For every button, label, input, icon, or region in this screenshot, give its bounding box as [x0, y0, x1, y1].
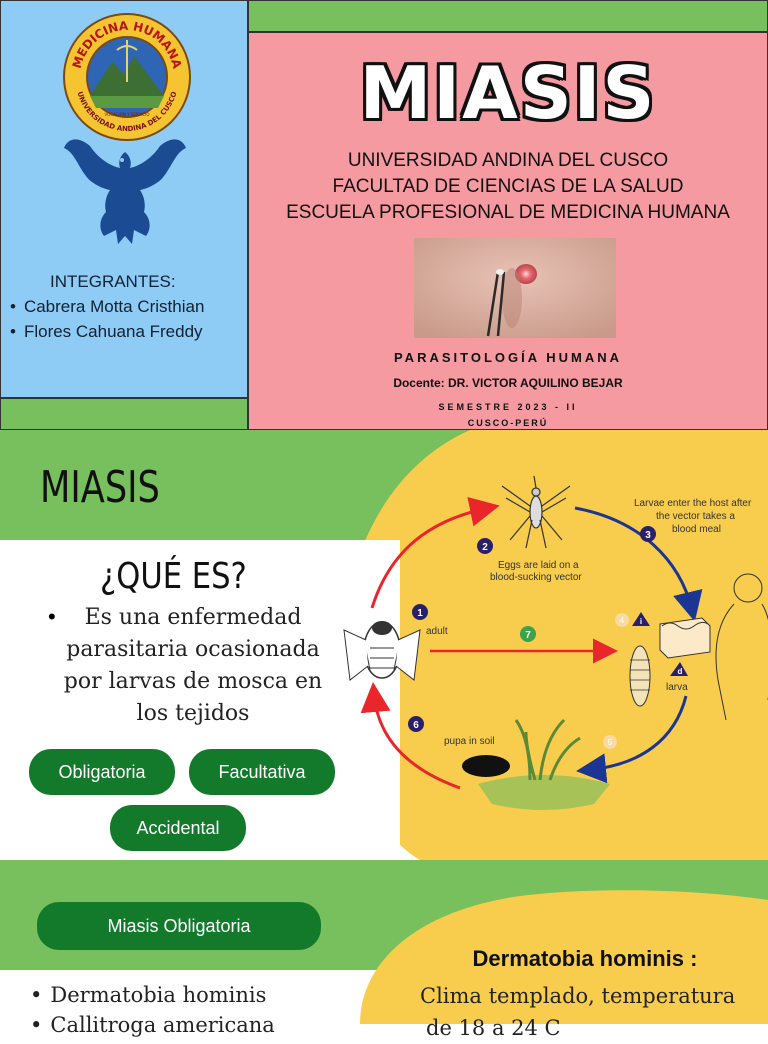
soil-pupa-icon — [462, 718, 610, 810]
svg-text:d: d — [678, 667, 683, 676]
institution-block: UNIVERSIDAD ANDINA DEL CUSCO FACULTAD DE… — [248, 148, 768, 226]
type-button-facultativa[interactable]: Facultativa — [189, 749, 335, 795]
arrow-pupa-to-adult — [360, 682, 461, 790]
yellow-bottom-shape — [360, 890, 768, 1024]
svg-text:7: 7 — [525, 630, 531, 641]
university-logo: MEDICINA HUMANA UNIVERSIDAD ANDINA DEL C… — [63, 13, 191, 141]
fly-adult-icon — [343, 621, 421, 681]
species-description-line: de 18 a 24 C — [426, 1016, 561, 1040]
section-heading: MIASIS — [40, 462, 160, 513]
page-title: MIASIS — [359, 51, 657, 135]
label-larvae-1: Larvae enter the host after — [634, 498, 752, 509]
svg-text:i: i — [640, 617, 642, 626]
label-eggs-1: Eggs are laid on a — [498, 560, 579, 571]
integrante-item: Cabrera Motta Cristhian — [10, 294, 204, 319]
skin-section-icon — [659, 617, 711, 659]
species-list: Dermatobia hominis Callitroga americana — [30, 980, 275, 1040]
step-marker-2: 2 — [477, 538, 493, 554]
svg-text:1: 1 — [417, 608, 423, 619]
wound-photo — [414, 238, 616, 338]
marker-diagnostic: d — [670, 662, 688, 676]
step-marker-3: 3 — [640, 526, 656, 542]
svg-text:5: 5 — [608, 738, 613, 747]
species-description: Clima templado, temperatura de 18 a 24 C — [420, 980, 760, 1044]
label-adult: adult — [426, 626, 448, 637]
definition-text: Es una enfermedad parasitaria ocasionada… — [63, 605, 323, 726]
integrantes-title: INTEGRANTES: — [50, 272, 176, 291]
question-heading: ¿QUÉ ES? — [100, 556, 247, 597]
arrow-vector-to-host — [574, 506, 703, 622]
svg-text:3: 3 — [645, 530, 651, 541]
step-marker-6: 6 — [408, 716, 424, 732]
label-larva: larva — [666, 682, 688, 693]
mosquito-icon — [501, 475, 571, 549]
larva-icon — [629, 645, 651, 707]
svg-text:4: 4 — [620, 616, 625, 625]
label-larvae-2: the vector takes a — [656, 511, 735, 522]
cover-left-strip — [0, 398, 248, 430]
definition-bullet: • — [48, 604, 56, 629]
course-name: PARASITOLOGÍA HUMANA — [393, 350, 623, 365]
type-button-obligatoria[interactable]: Obligatoria — [29, 749, 175, 795]
label-larvae-3: blood meal — [672, 524, 721, 535]
species-title: Dermatobia hominis : — [472, 946, 698, 971]
faculty-name: FACULTAD DE CIENCIAS DE LA SALUD — [332, 176, 684, 197]
integrante-item: Flores Cahuana Freddy — [10, 319, 204, 344]
logo-motto: VOCACIÓN Y SERVICIO — [104, 112, 149, 117]
docente-name: Docente: DR. VICTOR AQUILINO BEJAR — [393, 376, 623, 390]
step-marker-5: 5 — [603, 735, 617, 749]
eagle-icon — [64, 139, 186, 244]
human-silhouette-icon — [715, 573, 768, 721]
label-pupa: pupa in soil — [444, 736, 495, 747]
school-name: ESCUELA PROFESIONAL DE MEDICINA HUMANA — [286, 202, 730, 223]
arrow-larva-to-soil — [576, 695, 688, 784]
arrow-adult-to-vector — [370, 496, 500, 609]
species-description-line: Clima templado, temperatura — [420, 984, 736, 1008]
cover-pink-panel — [248, 32, 768, 430]
species-item: Dermatobia hominis — [30, 980, 275, 1010]
svg-text:6: 6 — [413, 720, 419, 731]
miasis-obligatoria-button[interactable]: Miasis Obligatoria — [37, 902, 321, 950]
label-eggs-2: blood-sucking vector — [490, 572, 582, 583]
species-item: Callitroga americana — [30, 1010, 274, 1040]
cover-top-strip — [248, 0, 768, 32]
semestre: SEMESTRE 2023 - II — [438, 402, 578, 412]
marker-infective: i — [632, 612, 650, 626]
step-marker-7: 7 — [520, 626, 536, 642]
location: CUSCO-PERÚ — [467, 418, 549, 428]
university-name: UNIVERSIDAD ANDINA DEL CUSCO — [347, 150, 669, 171]
step-marker-4: 4 — [615, 613, 629, 627]
lifecycle-diagram: 1 adult 2 Eggs are laid on a blood-sucki… — [343, 475, 768, 810]
svg-text:2: 2 — [482, 542, 488, 553]
step-marker-1: 1 — [412, 604, 428, 620]
type-button-accidental[interactable]: Accidental — [110, 805, 246, 851]
integrantes-list: Cabrera Motta Cristhian Flores Cahuana F… — [10, 294, 204, 344]
